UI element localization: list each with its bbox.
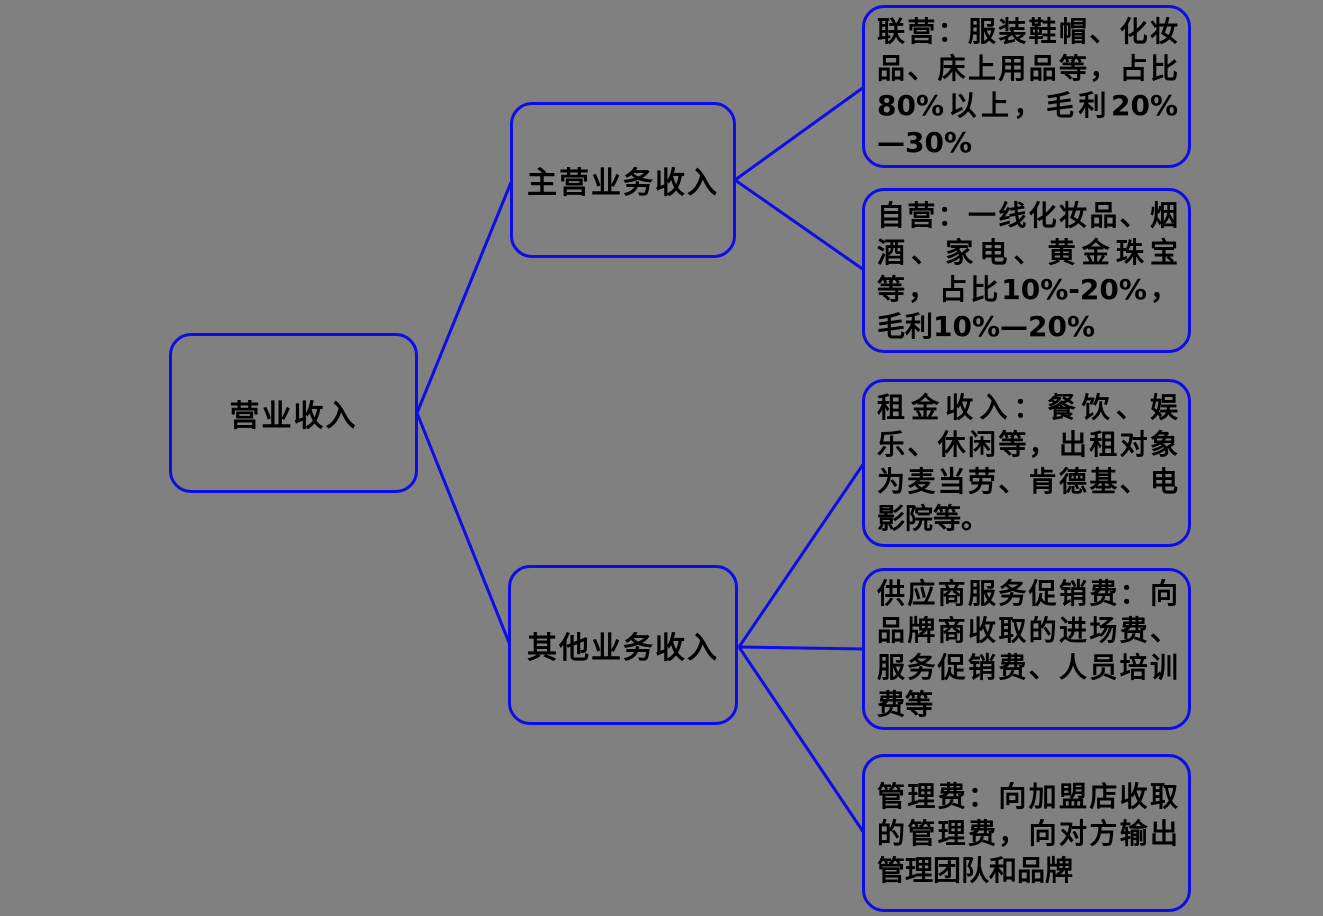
node-rental-income-text: 租金收入：餐饮、娱乐、休闲等，出租对象为麦当劳、肯德基、电影院等。 — [877, 391, 1178, 535]
connector-other-to-mgmt — [737, 646, 866, 834]
node-supplier-service-fee-text: 供应商服务促销费：向品牌商收取的进场费、服务促销费、人员培训费等 — [877, 577, 1178, 721]
node-management-fee: 管理费：向加盟店收取的管理费，向对方输出管理团队和品牌 — [862, 754, 1191, 912]
node-joint-operation: 联营：服装鞋帽、化妆品、床上用品等，占比80%以上，毛利20%—30% — [862, 5, 1191, 168]
node-operating-revenue-label: 营业收入 — [229, 399, 358, 434]
node-self-operation: 自营：一线化妆品、烟酒、家电、黄金珠宝等，占比10%-20%，毛利10%—20% — [862, 188, 1191, 353]
node-rental-income: 租金收入：餐饮、娱乐、休闲等，出租对象为麦当劳、肯德基、电影院等。 — [862, 379, 1191, 547]
node-self-operation-text: 自营：一线化妆品、烟酒、家电、黄金珠宝等，占比10%-20%，毛利10%—20% — [877, 198, 1178, 343]
node-supplier-service-fee: 供应商服务促销费：向品牌商收取的进场费、服务促销费、人员培训费等 — [862, 568, 1191, 730]
node-other-business-revenue: 其他业务收入 — [508, 565, 738, 725]
connector-main-to-joint — [734, 85, 865, 182]
node-operating-revenue: 营业收入 — [169, 333, 418, 493]
node-main-business-revenue-label: 主营业务收入 — [527, 166, 719, 201]
node-main-business-revenue: 主营业务收入 — [510, 102, 736, 258]
connector-main-to-self — [734, 178, 865, 272]
connector-other-to-rental — [737, 462, 866, 648]
connector-root-to-other — [415, 412, 512, 646]
node-other-business-revenue-label: 其他业务收入 — [527, 631, 719, 666]
node-joint-operation-text: 联营：服装鞋帽、化妆品、床上用品等，占比80%以上，毛利20%—30% — [877, 14, 1178, 159]
connector-other-to-supplier — [738, 645, 865, 651]
node-management-fee-text: 管理费：向加盟店收取的管理费，向对方输出管理团队和品牌 — [877, 779, 1178, 887]
connector-root-to-main — [415, 179, 514, 414]
